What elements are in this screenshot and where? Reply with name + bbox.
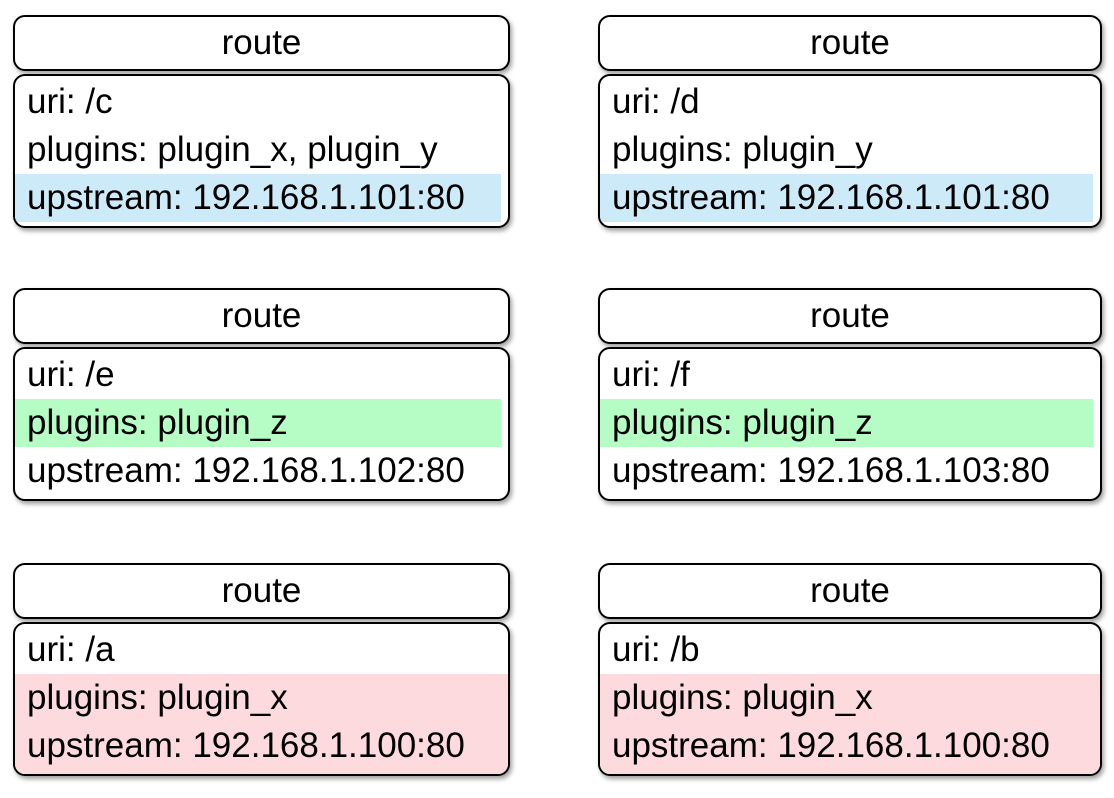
highlight-block: plugins: plugin_x upstream: 192.168.1.10… xyxy=(600,674,1100,774)
route-card-f: route uri: /f plugins: plugin_z upstream… xyxy=(598,288,1102,501)
highlight-block: plugins: plugin_x upstream: 192.168.1.10… xyxy=(15,674,508,774)
route-card-b: route uri: /b plugins: plugin_x upstream… xyxy=(598,563,1102,776)
route-card-title: route xyxy=(810,23,890,62)
route-card-header: route xyxy=(598,563,1102,619)
route-card-title: route xyxy=(221,296,302,335)
upstream-line: upstream: 192.168.1.101:80 xyxy=(15,174,501,222)
plugins-line: plugins: plugin_z xyxy=(15,399,501,447)
route-card-title: route xyxy=(221,23,302,62)
route-card-body: uri: /b plugins: plugin_x upstream: 192.… xyxy=(598,622,1102,776)
route-card-c: route uri: /c plugins: plugin_x, plugin_… xyxy=(13,15,510,228)
route-card-header: route xyxy=(13,15,510,71)
upstream-line: upstream: 192.168.1.102:80 xyxy=(27,451,465,490)
route-card-header: route xyxy=(598,288,1102,344)
route-card-body: uri: /a plugins: plugin_x upstream: 192.… xyxy=(13,622,510,776)
upstream-line: upstream: 192.168.1.100:80 xyxy=(612,726,1050,765)
route-card-title: route xyxy=(810,296,890,335)
uri-line: uri: /e xyxy=(27,355,115,394)
uri-line: uri: /d xyxy=(612,82,700,121)
uri-line: uri: /a xyxy=(27,630,115,669)
plugins-line: plugins: plugin_x, plugin_y xyxy=(27,130,438,169)
plugins-line: plugins: plugin_x xyxy=(27,678,288,717)
route-card-body: uri: /c plugins: plugin_x, plugin_y upst… xyxy=(13,74,510,228)
route-card-header: route xyxy=(598,15,1102,71)
uri-line: uri: /b xyxy=(612,630,700,669)
upstream-line: upstream: 192.168.1.101:80 xyxy=(600,174,1093,222)
route-card-a: route uri: /a plugins: plugin_x upstream… xyxy=(13,563,510,776)
route-card-body: uri: /f plugins: plugin_z upstream: 192.… xyxy=(598,347,1102,501)
route-card-header: route xyxy=(13,563,510,619)
route-card-title: route xyxy=(221,571,302,610)
route-card-d: route uri: /d plugins: plugin_y upstream… xyxy=(598,15,1102,228)
plugins-line: plugins: plugin_y xyxy=(612,130,873,169)
upstream-line: upstream: 192.168.1.100:80 xyxy=(27,726,465,765)
upstream-line: upstream: 192.168.1.103:80 xyxy=(612,451,1050,490)
route-card-title: route xyxy=(810,571,890,610)
route-card-body: uri: /e plugins: plugin_z upstream: 192.… xyxy=(13,347,510,501)
uri-line: uri: /c xyxy=(27,82,113,121)
route-card-body: uri: /d plugins: plugin_y upstream: 192.… xyxy=(598,74,1102,228)
plugins-line: plugins: plugin_z xyxy=(600,399,1093,447)
uri-line: uri: /f xyxy=(612,355,690,394)
plugins-line: plugins: plugin_x xyxy=(612,678,873,717)
route-card-e: route uri: /e plugins: plugin_z upstream… xyxy=(13,288,510,501)
route-card-header: route xyxy=(13,288,510,344)
